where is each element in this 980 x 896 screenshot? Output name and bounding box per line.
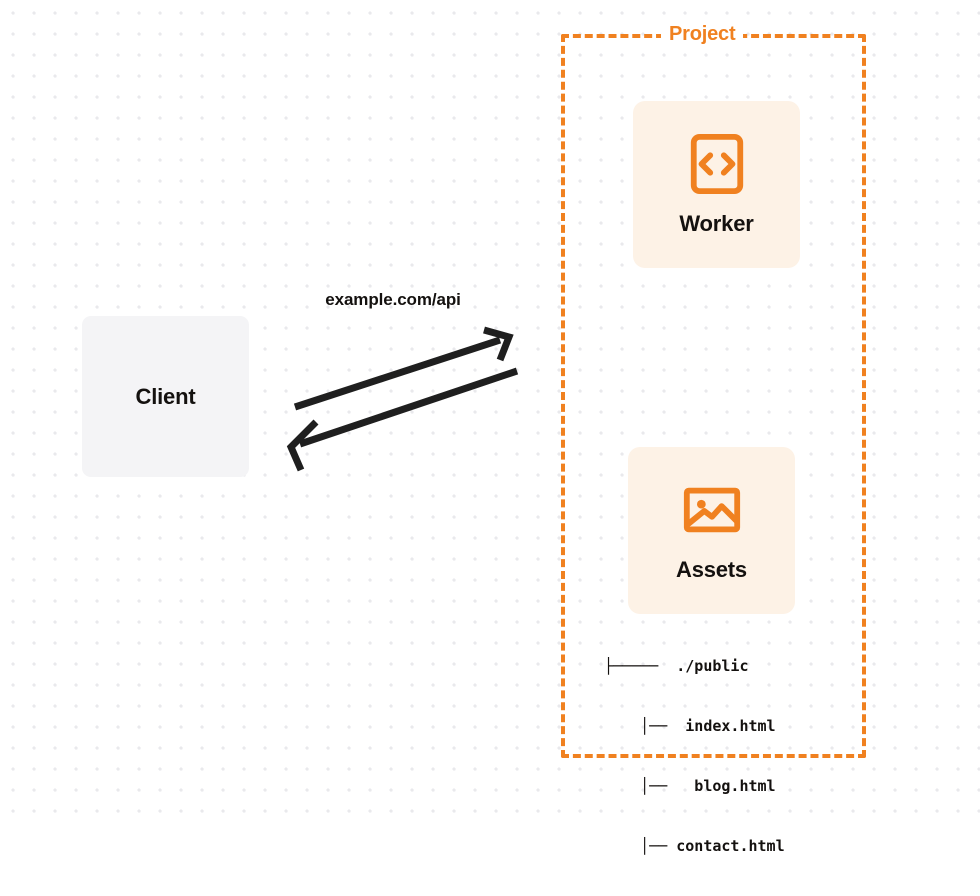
project-title: Project [661,21,744,47]
assets-card[interactable]: Assets [628,447,795,614]
edge-label-example-api: example.com/api [325,290,461,309]
assets-file-tree: ├───── ./public │── index.html │── blog.… [604,616,785,896]
request-arrow [293,326,514,411]
diagram-canvas: Client example.com/api Project Worker [0,0,980,855]
worker-label: Worker [679,210,754,236]
client-node[interactable]: Client [82,316,249,477]
response-arrow [286,367,519,472]
worker-card[interactable]: Worker [633,101,800,268]
client-label: Client [135,383,196,409]
code-brackets-icon [690,133,743,194]
file-tree-row: │── index.html [604,717,776,735]
image-icon [683,487,740,532]
file-tree-row: │── contact.html [604,837,785,855]
file-tree-row: ├───── ./public [604,657,749,675]
file-tree-row: │── blog.html [604,777,776,795]
assets-label: Assets [676,556,747,582]
